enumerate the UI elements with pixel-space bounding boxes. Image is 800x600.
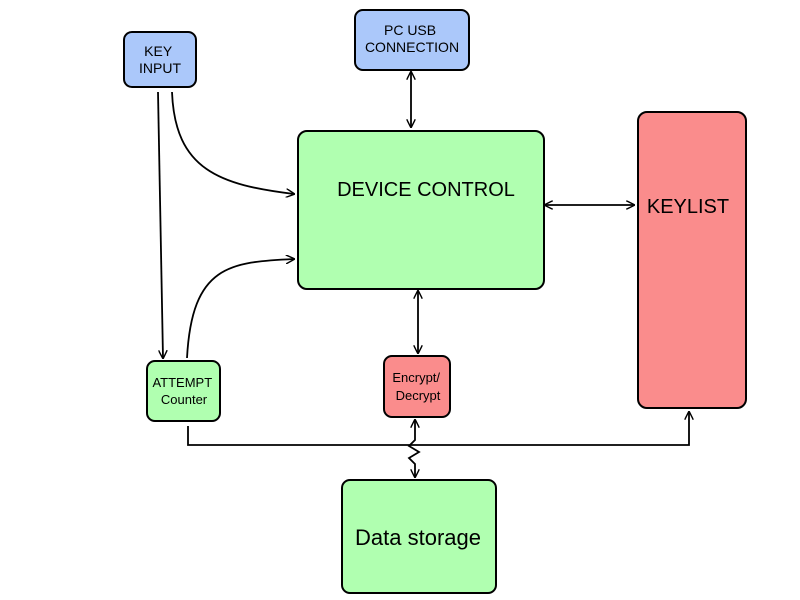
connector-key-input-to-attempt-counter	[157, 91, 163, 358]
connector-key-input-to-device-control	[171, 91, 294, 194]
node-device-control: DEVICE CONTROL	[297, 130, 545, 290]
node-keylist: KEYLIST	[637, 111, 747, 409]
connectors	[157, 72, 689, 477]
pc-usb-box	[354, 9, 470, 71]
attempt-counter-box	[146, 360, 221, 422]
device-control-box	[297, 130, 545, 290]
connector-attempt-counter-to-keylist	[187, 412, 689, 446]
keylist-box	[637, 111, 747, 409]
key-input-box	[123, 31, 197, 88]
encrypt-decrypt-box	[383, 355, 451, 418]
node-key-input: KEY INPUT	[123, 31, 197, 88]
connector-encrypt-decrypt-to-data-storage	[407, 420, 421, 477]
node-data-storage: Data storage	[341, 479, 497, 594]
encrypt-decrypt-label: Encrypt/ Decrypt	[392, 370, 443, 403]
node-encrypt-decrypt: Encrypt/ Decrypt	[383, 355, 451, 418]
pc-usb-label: PC USB CONNECTION	[365, 22, 459, 55]
node-attempt-counter: ATTEMPT Counter	[146, 360, 221, 422]
key-input-label: KEY INPUT	[139, 43, 181, 76]
attempt-counter-label: ATTEMPT Counter	[152, 375, 215, 407]
connector-attempt-counter-to-device-control	[186, 259, 294, 359]
data-storage-box	[341, 479, 497, 594]
data-storage-label: Data storage	[355, 525, 481, 550]
node-pc-usb-connection: PC USB CONNECTION	[354, 9, 470, 71]
keylist-label: KEYLIST	[647, 196, 729, 218]
device-control-label: DEVICE CONTROL	[337, 179, 515, 201]
